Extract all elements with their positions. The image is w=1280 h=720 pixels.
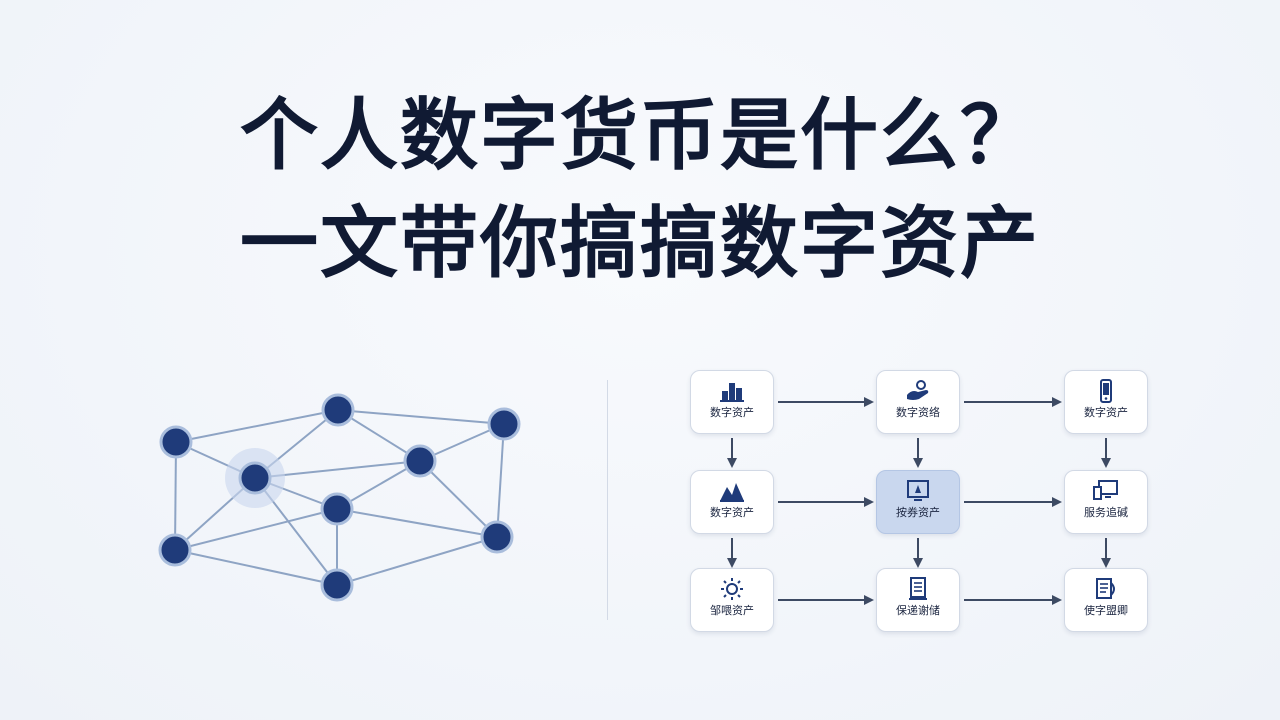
chart-triangle-icon	[720, 483, 744, 502]
flow-box-label: 保递谢储	[896, 604, 940, 617]
sun-icon	[721, 578, 743, 600]
flow-box-label: 按券资产	[896, 506, 940, 519]
flow-box-4: 数字资产	[690, 470, 774, 534]
network-edge	[336, 508, 498, 538]
flow-box-label: 数字资络	[896, 406, 940, 419]
network-graph	[158, 393, 521, 602]
network-nodes	[158, 393, 521, 602]
phone-icon	[1100, 379, 1112, 403]
network-edge	[174, 441, 177, 551]
document-icon	[909, 577, 927, 600]
network-node	[321, 393, 355, 427]
flow-box-label: 邹喂资产	[710, 604, 754, 617]
divider	[607, 380, 608, 620]
network-node	[487, 407, 521, 441]
network-edge	[419, 460, 498, 538]
network-edge	[337, 409, 505, 425]
building-icon	[720, 383, 744, 402]
network-node	[320, 492, 354, 526]
network-node	[480, 520, 514, 554]
computer-icon	[1093, 480, 1118, 500]
monitor-icon	[907, 480, 929, 501]
flow-box-label: 数字资产	[1084, 406, 1128, 419]
flow-box-label: 数字资产	[710, 506, 754, 519]
flow-box-label: 数字资产	[710, 406, 754, 419]
flow-box-label: 服务追碱	[1084, 506, 1128, 519]
flow-box-3: 数字资产	[1064, 370, 1148, 434]
network-node	[403, 444, 437, 478]
flow-box-9: 使字盟卿	[1064, 568, 1148, 632]
flow-box-6: 服务追碱	[1064, 470, 1148, 534]
contract-icon	[1096, 578, 1115, 599]
network-node	[159, 425, 193, 459]
network-node	[320, 568, 354, 602]
network-edge	[175, 409, 339, 443]
flow-box-1: 数字资产	[690, 370, 774, 434]
flow-box-2: 数字资络	[876, 370, 960, 434]
page-title: 个人数字货币是什么？ 一文带你搞搞数字资产	[0, 82, 1280, 298]
network-node	[238, 461, 272, 495]
flow-arrows	[727, 397, 1111, 605]
network-edge	[496, 423, 505, 538]
title-line-1: 个人数字货币是什么？	[239, 91, 1040, 181]
flow-box-8: 保递谢储	[876, 568, 960, 632]
network-edge	[174, 549, 338, 586]
network-node	[158, 533, 192, 567]
flow-box-label: 使字盟卿	[1084, 604, 1128, 617]
hand-icon	[907, 380, 929, 400]
network-edge	[174, 508, 338, 551]
flow-diagram: 数字资产 数字资络 数字资产 数字资产	[660, 360, 1180, 650]
network-edge	[336, 536, 498, 586]
flow-box-7: 邹喂资产	[690, 568, 774, 632]
title-line-2: 一文带你搞搞数字资产	[239, 199, 1040, 289]
flow-box-5: 按券资产	[876, 470, 960, 534]
